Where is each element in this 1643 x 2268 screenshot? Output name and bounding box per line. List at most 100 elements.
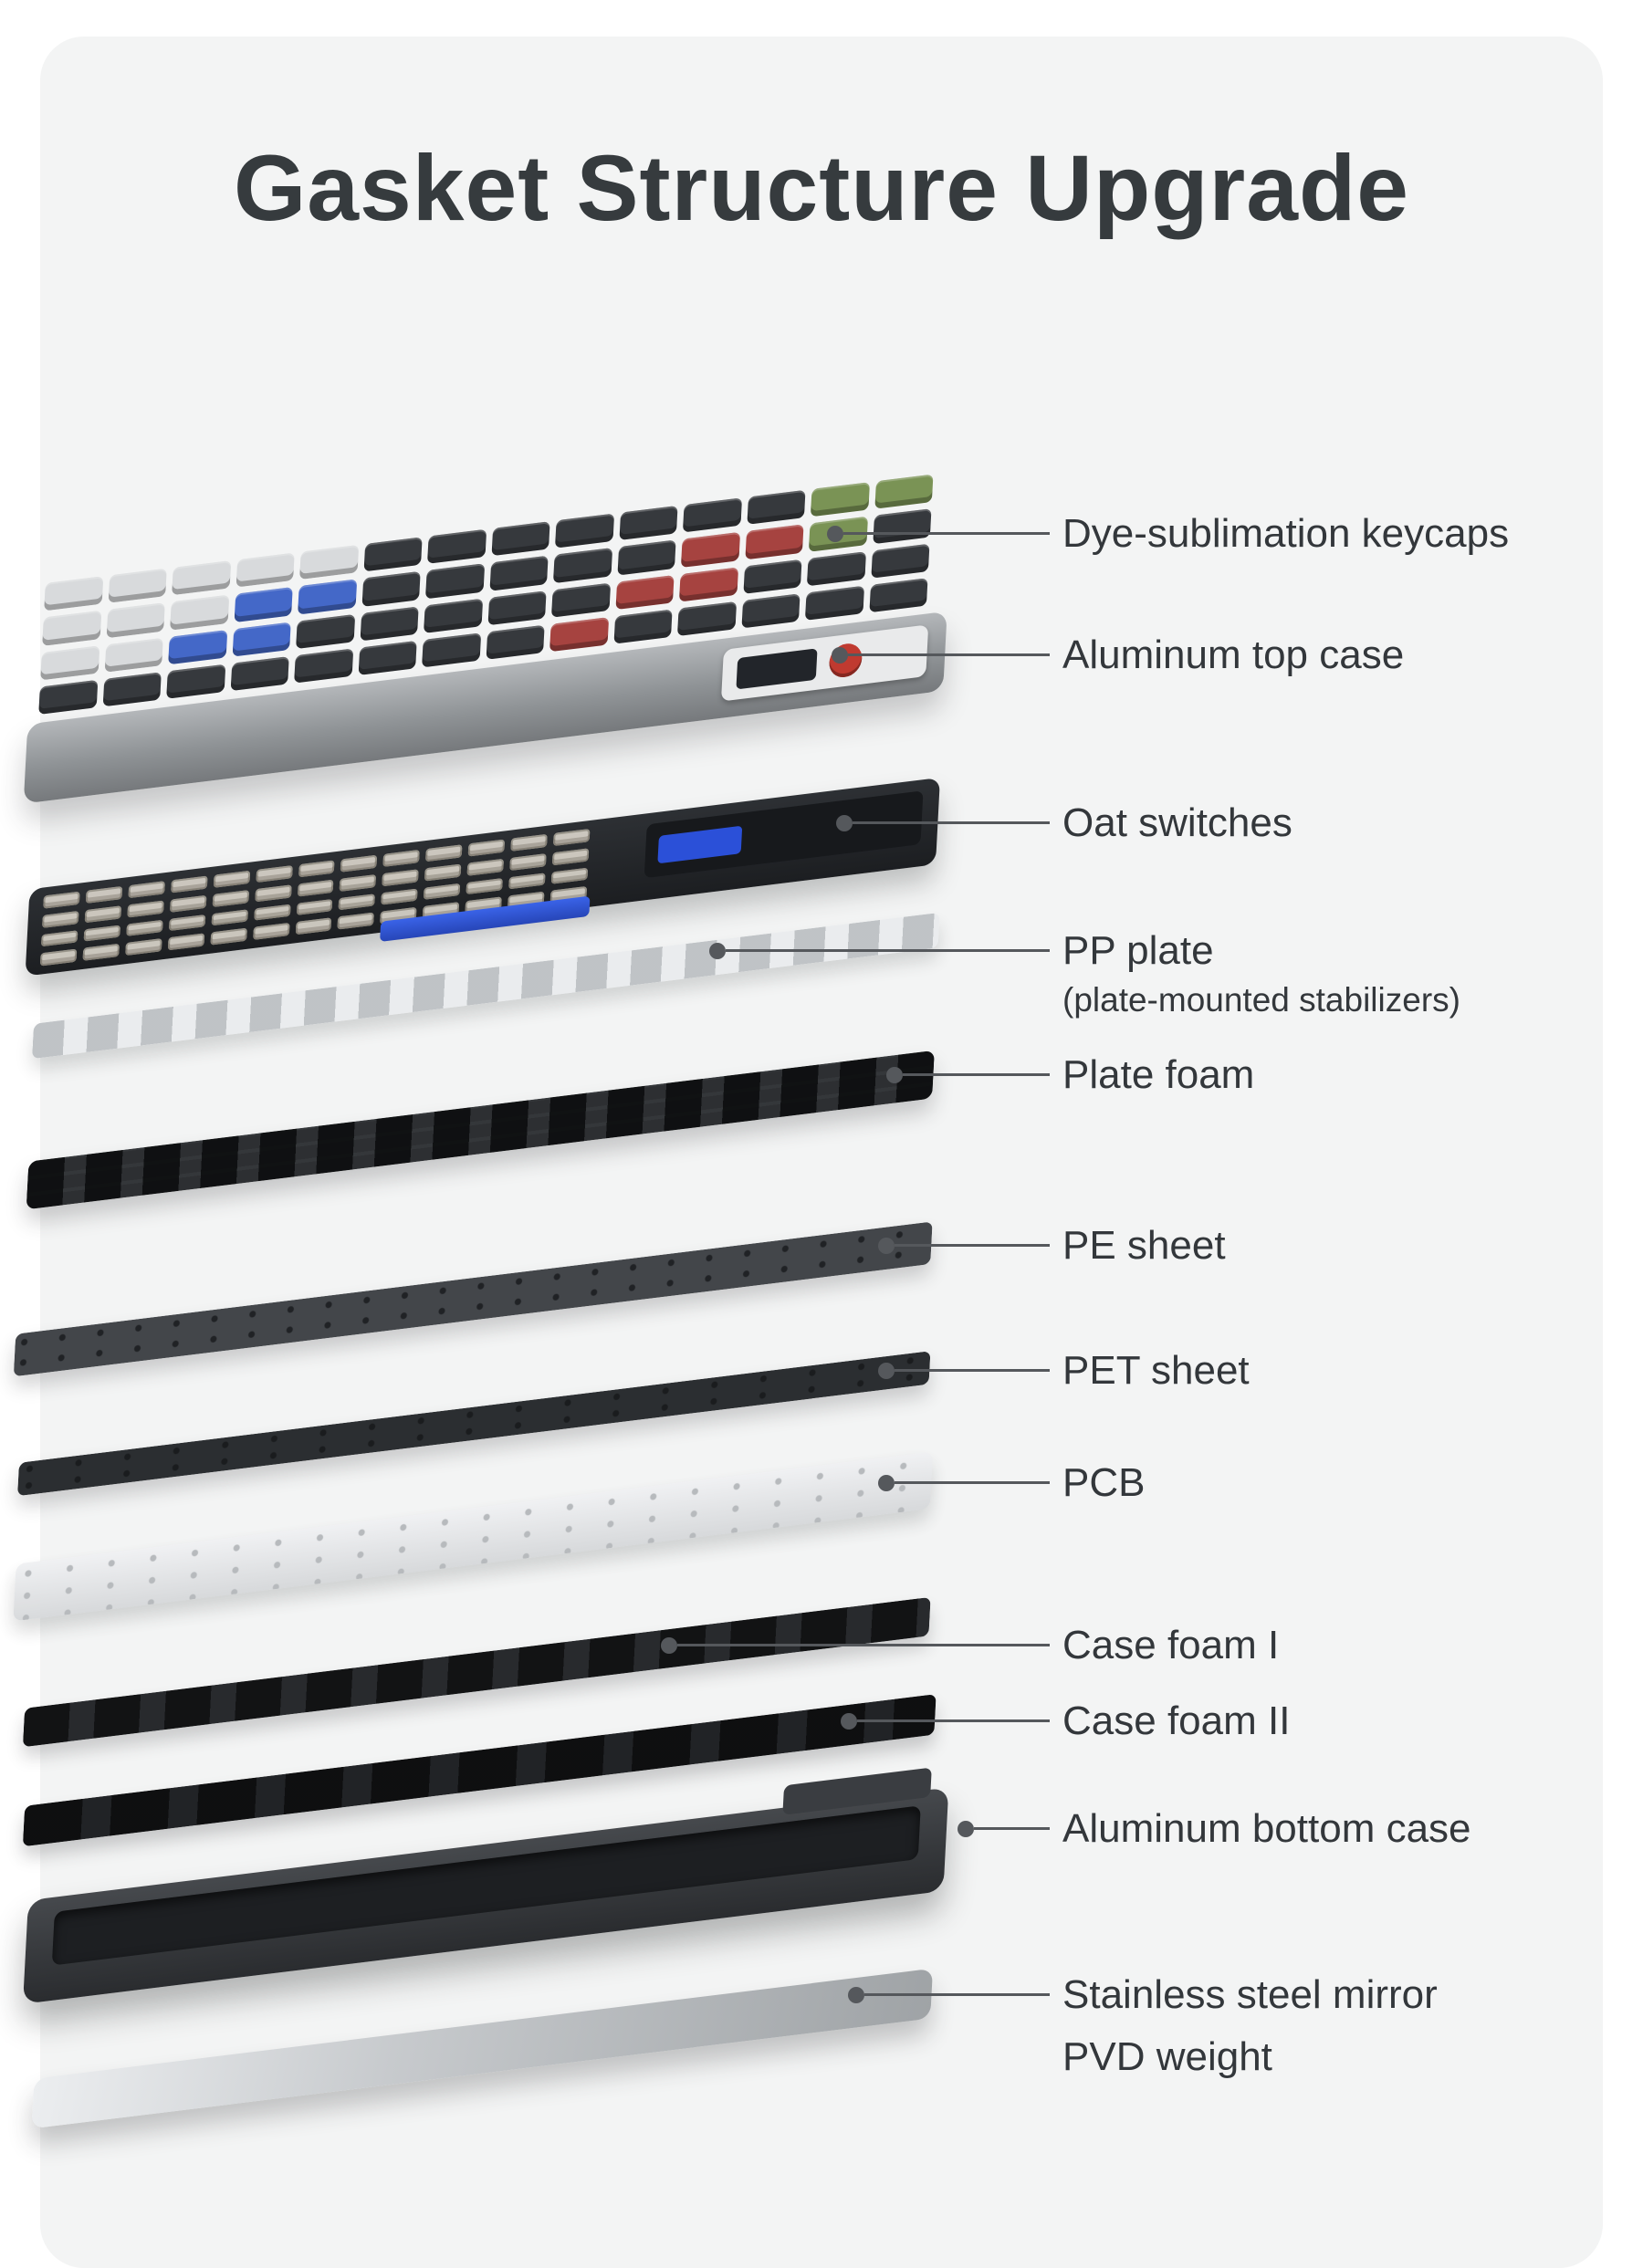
keycap: [551, 582, 611, 618]
keycap: [746, 489, 806, 526]
keycap: [489, 555, 549, 591]
keycap: [40, 644, 99, 681]
callout-pcb: PCB: [878, 1461, 1145, 1505]
switch-grid: [39, 829, 591, 967]
bottom-case-recess: [52, 1805, 921, 1966]
leader-dot: [709, 943, 726, 959]
switch: [297, 879, 334, 897]
leader-dot: [958, 1821, 974, 1837]
switch: [40, 929, 78, 947]
switch: [466, 877, 504, 895]
callout-label: PP plate: [1062, 928, 1214, 973]
switch: [382, 868, 419, 886]
leader-line: [853, 821, 1050, 824]
switch: [298, 860, 335, 878]
callout-label: PET sheet: [1062, 1348, 1250, 1393]
switch: [210, 927, 247, 946]
keycap: [168, 629, 227, 665]
switch: [340, 873, 377, 892]
keycap: [234, 587, 293, 622]
callout-pet-sheet: PET sheet: [878, 1349, 1250, 1393]
switch: [211, 908, 248, 926]
switch: [252, 923, 290, 940]
switch: [424, 863, 462, 882]
callout-label: PE sheet: [1062, 1223, 1226, 1268]
keycap: [744, 524, 804, 559]
switch: [295, 917, 332, 935]
keycap: [490, 521, 550, 557]
callout-label: Oat switches: [1062, 800, 1292, 845]
switch: [340, 854, 378, 873]
switch: [508, 872, 546, 890]
switch: [296, 898, 333, 916]
keycap: [230, 655, 289, 692]
leader-line: [726, 949, 1050, 952]
switch: [551, 848, 590, 865]
switch: [381, 887, 418, 905]
callout-pe-sheet: PE sheet: [878, 1224, 1226, 1268]
callout-dye-sublimation-keycaps: Dye-sublimation keycaps: [827, 512, 1509, 556]
leader-dot: [878, 1238, 895, 1254]
keyboard-screen: [736, 648, 818, 690]
switch: [467, 839, 506, 857]
leader-line: [903, 1073, 1050, 1076]
leader-line: [848, 653, 1050, 656]
switch: [168, 914, 206, 932]
switch: [212, 889, 249, 907]
leader-dot: [878, 1475, 895, 1491]
switch: [128, 881, 165, 899]
leader-dot: [661, 1637, 677, 1654]
leader-dot: [878, 1363, 895, 1379]
keycap: [422, 632, 481, 668]
page-title: Gasket Structure Upgrade: [233, 136, 1410, 240]
callout-label: Stainless steel mirror: [1062, 1972, 1438, 2017]
leader-line: [677, 1644, 1050, 1646]
keycap: [166, 664, 225, 699]
keycap: [742, 559, 802, 594]
leader-dot: [886, 1067, 903, 1083]
switch: [550, 867, 589, 884]
callout-oat-switches: Oat switches: [836, 801, 1292, 845]
leader-line: [857, 1719, 1050, 1722]
switch: [510, 833, 548, 852]
keycap: [682, 497, 742, 533]
callout-aluminum-bottom-case: Aluminum bottom case: [958, 1807, 1471, 1851]
keycap: [232, 622, 291, 657]
switch: [338, 893, 376, 911]
keycap: [427, 528, 487, 565]
leader-dot: [832, 647, 848, 664]
callout-sublabel: (plate-mounted stabilizers): [1062, 981, 1460, 1019]
keycap: [44, 576, 103, 611]
layer-steel-weight: [31, 1968, 934, 2129]
blue-screen-window: [656, 825, 742, 864]
switch: [553, 829, 591, 846]
keycap: [618, 505, 678, 541]
keycap: [106, 602, 165, 638]
keycap: [299, 544, 359, 580]
switch: [42, 910, 79, 928]
keycap: [424, 598, 483, 633]
switch: [127, 900, 164, 918]
layer-pe-sheet: [13, 1221, 933, 1377]
switch: [43, 891, 80, 909]
keycap: [868, 577, 928, 613]
callout-aluminum-top-case: Aluminum top case: [832, 633, 1404, 677]
switch: [39, 948, 78, 967]
callout-label-line2: PVD weight: [1062, 2034, 1272, 2079]
switch: [256, 865, 293, 883]
keycap: [806, 550, 866, 587]
callout-label: Aluminum bottom case: [1062, 1806, 1471, 1851]
keycap: [360, 605, 419, 642]
switch: [167, 933, 204, 951]
keycap: [298, 579, 357, 615]
callout-steel-weight: Stainless steel mirror PVD weight: [848, 1973, 1438, 2079]
keycap: [549, 616, 609, 653]
switch: [85, 885, 123, 904]
switch: [83, 925, 120, 942]
keycap: [554, 513, 614, 549]
callout-case-foam-2: Case foam II: [841, 1699, 1290, 1743]
layer-plate-foam: [26, 1050, 935, 1210]
callout-label: Case foam I: [1062, 1623, 1280, 1667]
keycap: [614, 574, 675, 610]
